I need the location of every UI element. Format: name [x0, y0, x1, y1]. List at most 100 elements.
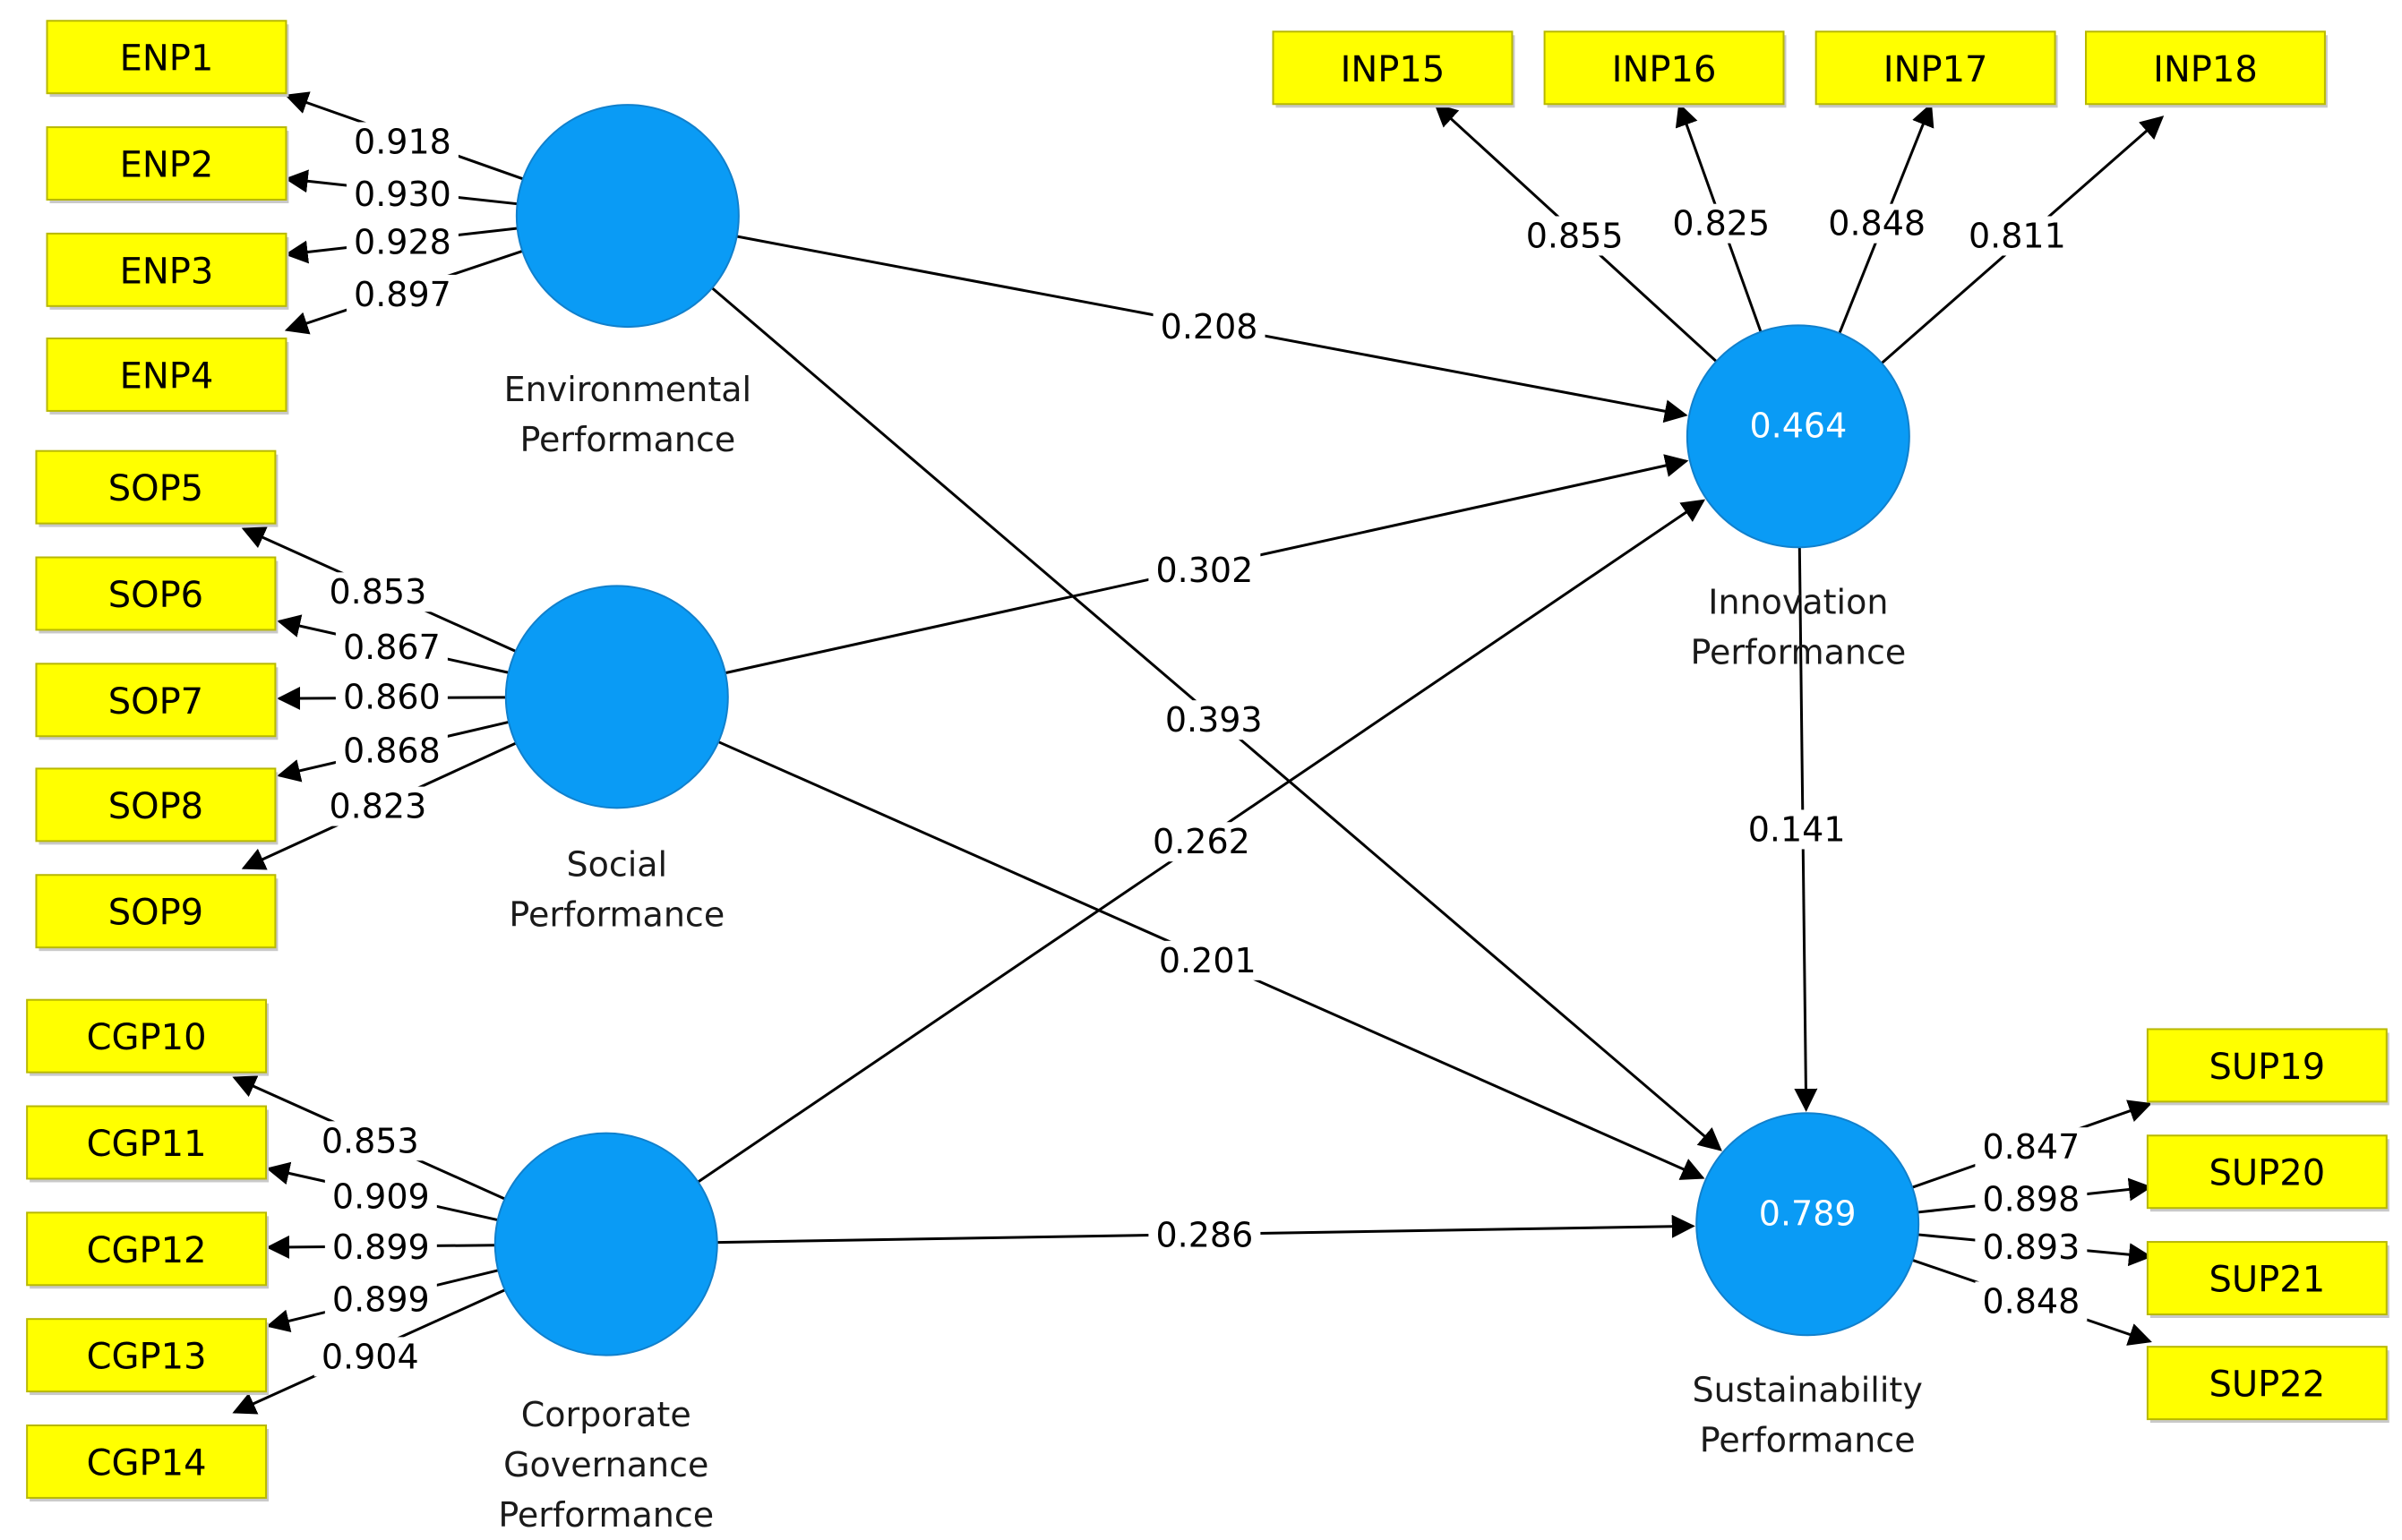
loading-inp16-text: 0.825 [1672, 204, 1770, 244]
indicator-box [2085, 30, 2326, 106]
loading-inp17: 0.848 [1821, 203, 1934, 244]
indicator-box [26, 1318, 268, 1393]
loading-enp4-bg [346, 274, 459, 314]
indicator-sop8[interactable]: SOP8 [35, 767, 279, 845]
indicator-box [2146, 1028, 2388, 1103]
loading-cgp11-text: 0.909 [332, 1176, 430, 1216]
construct-label-line: Environmental [504, 370, 751, 409]
indicator-label: ENP4 [120, 355, 214, 397]
loading-cgp13-bg [324, 1279, 437, 1320]
indicator-sop5[interactable]: SOP5 [35, 449, 279, 527]
loading-sop5: 0.853 [322, 572, 434, 612]
loading-cgp14-text: 0.904 [322, 1337, 419, 1376]
indicator-box [35, 663, 277, 738]
indicator-label: ENP3 [120, 251, 214, 292]
indicator-label: SOP7 [108, 681, 203, 723]
loading-sup22: 0.848 [1975, 1281, 2088, 1322]
path-coef-soc-sus-text: 0.201 [1159, 941, 1257, 980]
indicator-box [35, 449, 277, 525]
indicator-box [35, 767, 277, 843]
indicator-box [35, 556, 277, 631]
indicator-inp17[interactable]: INP17 [1814, 30, 2058, 108]
loading-inp18-bg [1960, 216, 2073, 256]
loading-enp2-bg [346, 174, 459, 214]
loading-inp17-text: 0.848 [1828, 204, 1926, 244]
indicator-enp3[interactable]: ENP3 [46, 232, 289, 310]
loading-cgp12-bg [324, 1228, 437, 1268]
indicator-inp15[interactable]: INP15 [1272, 30, 1515, 108]
indicator-sup20[interactable]: SUP20 [2146, 1134, 2389, 1212]
loading-inp18: 0.811 [1960, 216, 2073, 256]
indicator-enp1[interactable]: ENP1 [46, 20, 289, 98]
indicator-sup22[interactable]: SUP22 [2146, 1346, 2389, 1424]
loading-inp15-bg [1518, 216, 1631, 256]
loading-cgp11-bg [324, 1176, 437, 1217]
construct-label-line: Social [566, 844, 667, 884]
path-coef-soc-inn-text: 0.302 [1155, 551, 1253, 590]
indicator-box [1272, 30, 1514, 106]
construct-label-line: Performance [1700, 1420, 1916, 1459]
indicator-sup19[interactable]: SUP19 [2146, 1028, 2389, 1106]
loading-cgp10-text: 0.853 [322, 1121, 419, 1160]
loading-sup19-text: 0.847 [1982, 1127, 2080, 1167]
r-squared-value: 0.789 [1759, 1194, 1857, 1233]
loading-sop8: 0.868 [335, 731, 448, 771]
loading-sup21: 0.893 [1975, 1228, 2088, 1268]
indicator-label: CGP10 [87, 1017, 207, 1058]
loading-sup19-bg [1975, 1127, 2088, 1168]
indicator-box [26, 998, 268, 1074]
loading-sop9-bg [322, 786, 434, 826]
loading-sop7-bg [335, 677, 448, 717]
loading-cgp10: 0.853 [313, 1121, 426, 1161]
indicator-cgp13[interactable]: CGP13 [26, 1318, 270, 1396]
indicator-enp2[interactable]: ENP2 [46, 126, 289, 203]
loading-cgp12: 0.899 [324, 1228, 437, 1268]
indicator-inp16[interactable]: INP16 [1543, 30, 1787, 108]
indicator-sop6[interactable]: SOP6 [35, 556, 279, 634]
loading-inp18-text: 0.811 [1969, 216, 2066, 255]
indicator-label: INP17 [1883, 49, 1988, 90]
construct-label-line: Performance [509, 894, 725, 934]
loading-enp3: 0.928 [346, 222, 459, 262]
loading-sop8-bg [335, 731, 448, 771]
construct-circle [515, 104, 740, 329]
indicator-cgp10[interactable]: CGP10 [26, 998, 270, 1076]
indicator-cgp11[interactable]: CGP11 [26, 1105, 270, 1183]
loading-sup20-bg [1975, 1179, 2088, 1219]
indicator-label: CGP12 [87, 1230, 207, 1271]
indicator-cgp12[interactable]: CGP12 [26, 1211, 270, 1289]
indicator-enp4[interactable]: ENP4 [46, 337, 289, 415]
construct-circle [493, 1132, 718, 1356]
loading-sup20-text: 0.898 [1982, 1180, 2080, 1219]
loading-cgp12-text: 0.899 [332, 1228, 430, 1267]
loading-cgp13: 0.899 [324, 1279, 437, 1320]
indicator-inp18[interactable]: INP18 [2085, 30, 2328, 108]
indicator-sop9[interactable]: SOP9 [35, 874, 279, 952]
indicator-sop7[interactable]: SOP7 [35, 663, 279, 740]
loading-sop6-bg [335, 628, 448, 668]
loading-enp1: 0.918 [346, 122, 459, 162]
loading-enp4: 0.897 [346, 274, 459, 314]
loading-sop5-text: 0.853 [329, 572, 426, 612]
indicator-cgp14[interactable]: CGP14 [26, 1424, 270, 1502]
indicator-box [46, 126, 287, 201]
loading-inp16: 0.825 [1665, 203, 1778, 244]
construct-circle [504, 585, 729, 809]
path-coef-env-inn-text: 0.208 [1161, 307, 1258, 346]
loading-enp1-bg [346, 122, 459, 162]
indicator-box [2146, 1346, 2388, 1421]
construct-label-line: Sustainability [1693, 1371, 1923, 1410]
loading-sop5-bg [322, 572, 434, 612]
loading-cgp11: 0.909 [324, 1176, 437, 1217]
indicator-label: SUP20 [2209, 1153, 2325, 1194]
indicator-label: SOP8 [108, 786, 203, 827]
indicator-sup21[interactable]: SUP21 [2146, 1241, 2389, 1319]
path-coef-inn-sus-text: 0.141 [1748, 809, 1846, 849]
indicator-label: SUP19 [2209, 1047, 2325, 1088]
